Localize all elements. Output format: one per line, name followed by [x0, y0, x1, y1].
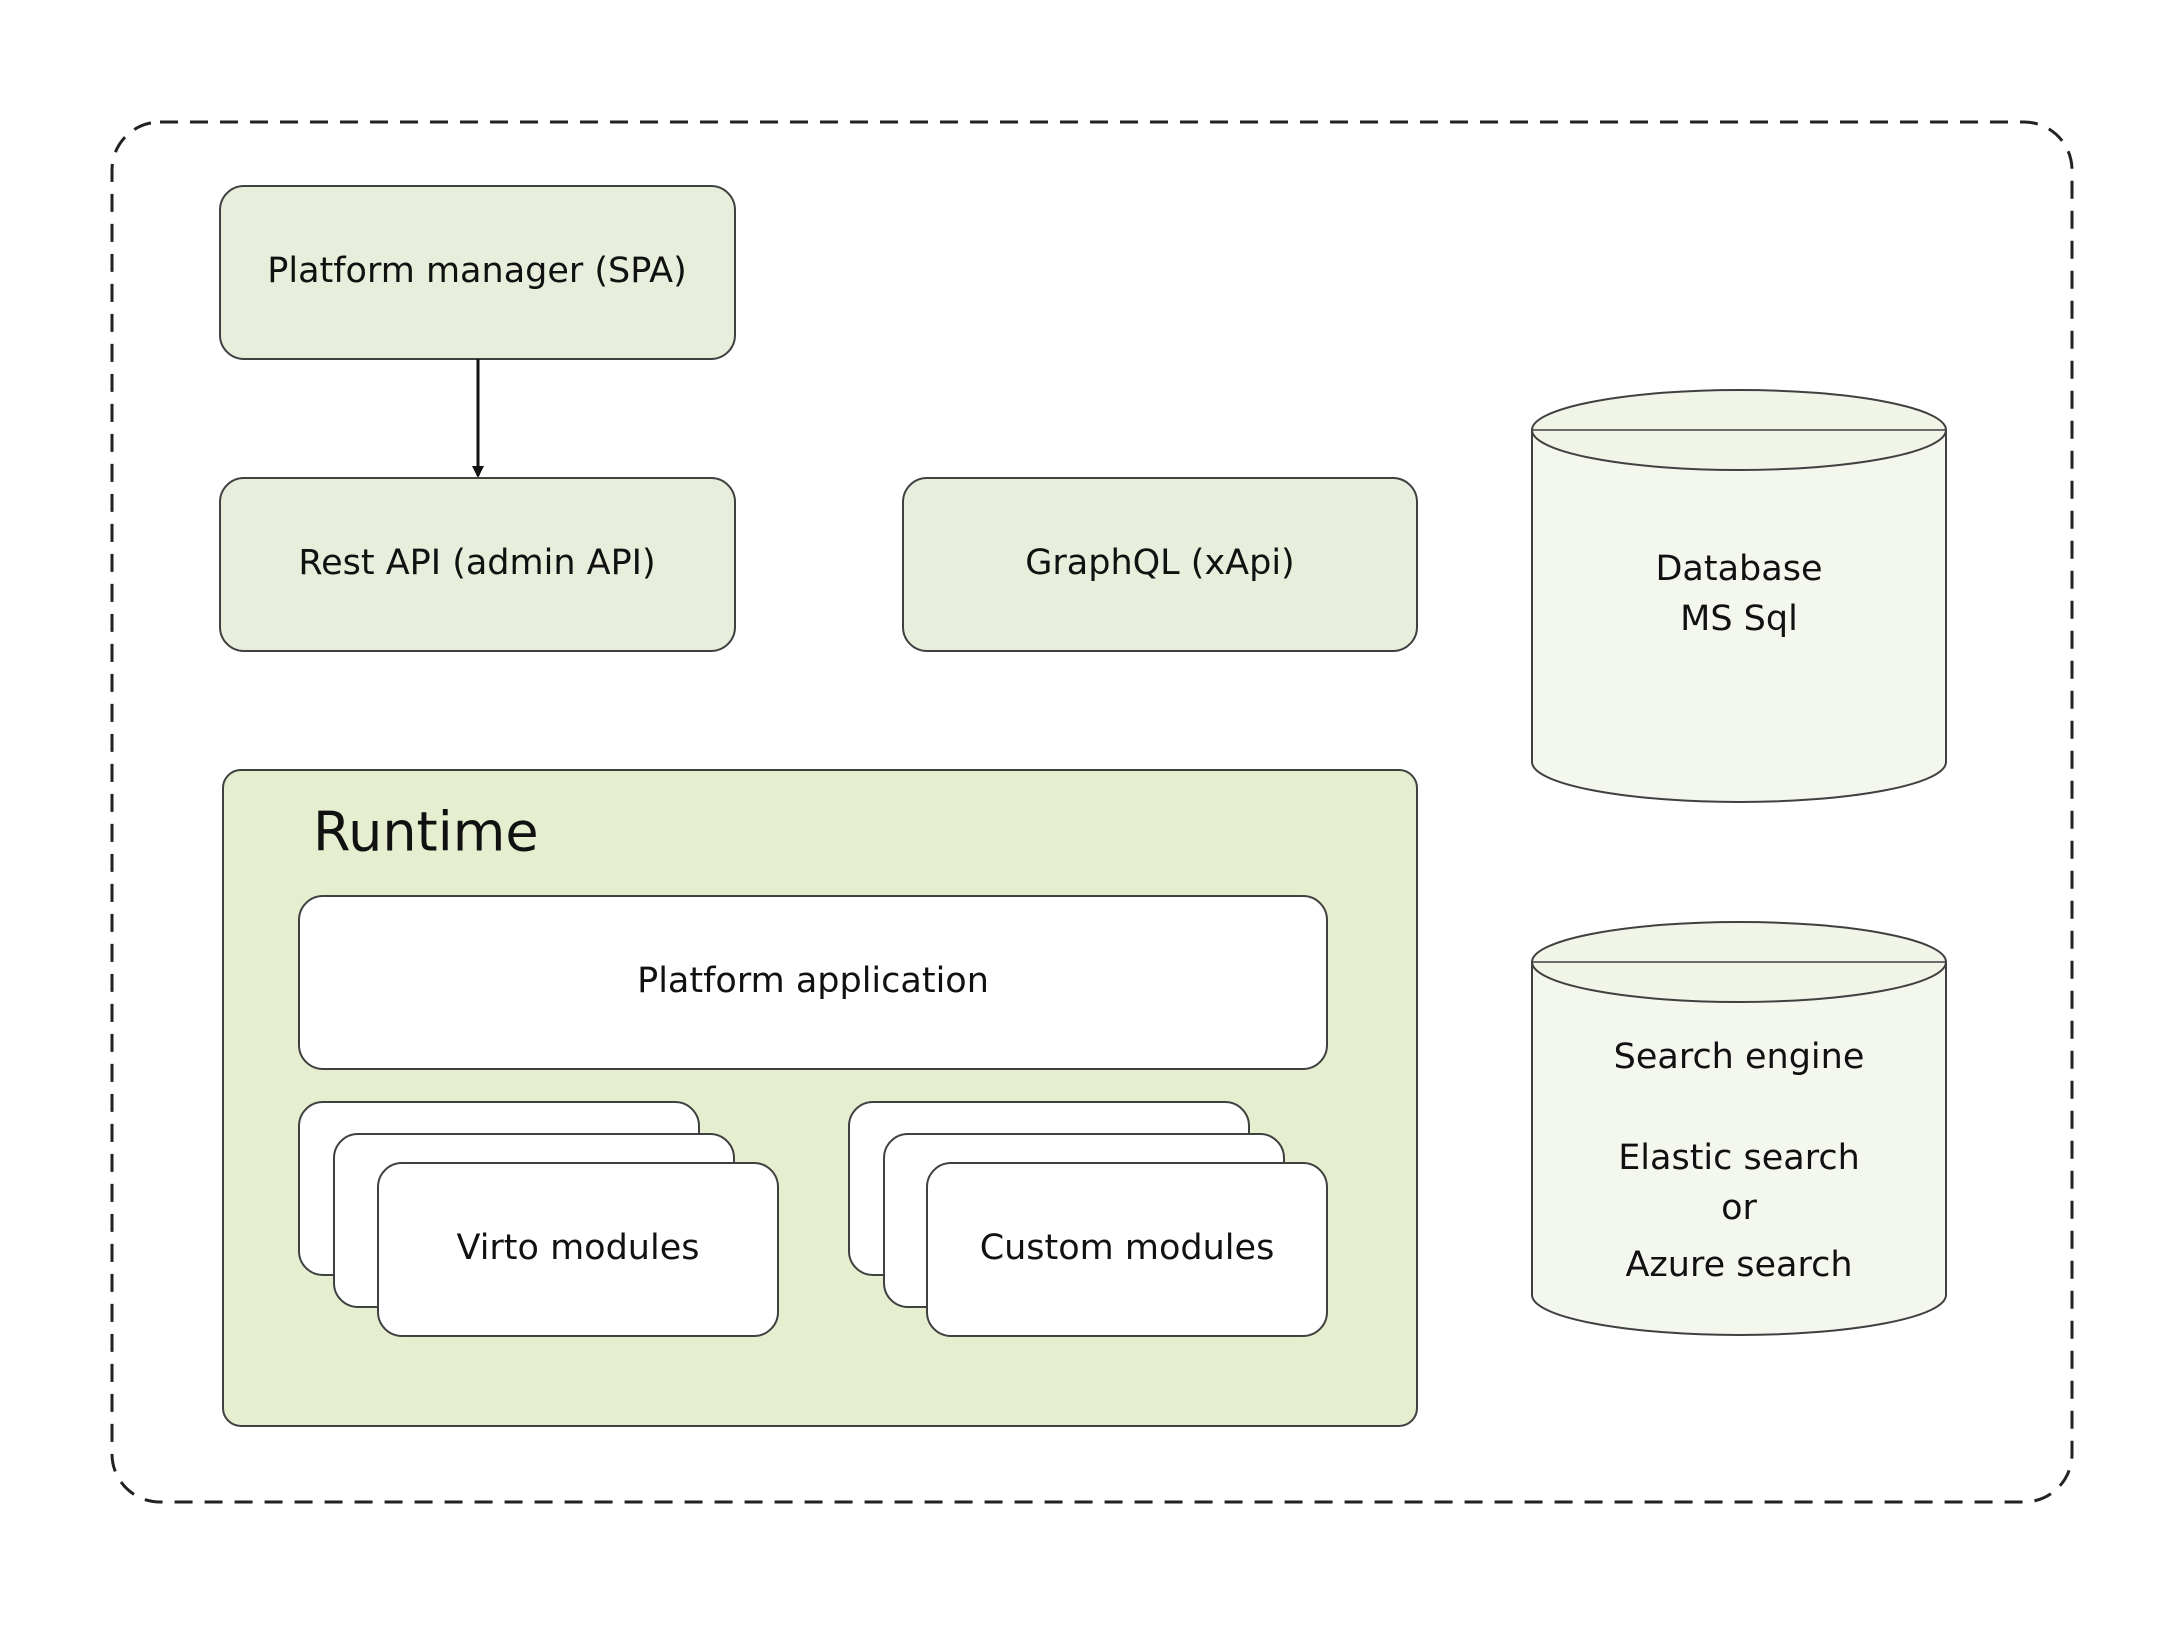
search-engine-cylinder: Search engine Elastic search or Azure se… — [1531, 921, 1947, 1336]
platform-application-label: Platform application — [637, 961, 989, 1001]
database-cylinder: Database MS Sql — [1531, 389, 1947, 803]
virto-modules-label: Virto modules — [457, 1228, 700, 1268]
custom-modules-stack: Custom modules — [848, 1101, 1328, 1337]
search-engine-label-line-2: Elastic search — [1618, 1138, 1860, 1178]
search-engine-label-line-4: Azure search — [1625, 1245, 1852, 1285]
runtime-title: Runtime — [313, 801, 539, 864]
virto-module-card-front — [377, 1162, 779, 1337]
search-engine-label-line-1: Search engine — [1614, 1037, 1865, 1077]
graphql-label: GraphQL (xApi) — [1025, 543, 1294, 583]
custom-modules-label: Custom modules — [980, 1228, 1275, 1268]
virto-modules-stack: Virto modules — [298, 1101, 779, 1337]
database-label-line-1: Database — [1655, 549, 1822, 589]
system-boundary — [110, 120, 2074, 1504]
database-label-line-2: MS Sql — [1680, 599, 1798, 639]
platform-manager-label: Platform manager (SPA) — [267, 251, 687, 291]
search-engine-label-line-3: or — [1721, 1188, 1757, 1228]
rest-api-label: Rest API (admin API) — [298, 543, 655, 583]
platform-manager-box: Platform manager (SPA) — [219, 185, 736, 360]
rest-api-box: Rest API (admin API) — [219, 477, 736, 652]
custom-module-card-front — [926, 1162, 1328, 1337]
platform-application-box: Platform application — [298, 895, 1328, 1070]
graphql-box: GraphQL (xApi) — [902, 477, 1418, 652]
